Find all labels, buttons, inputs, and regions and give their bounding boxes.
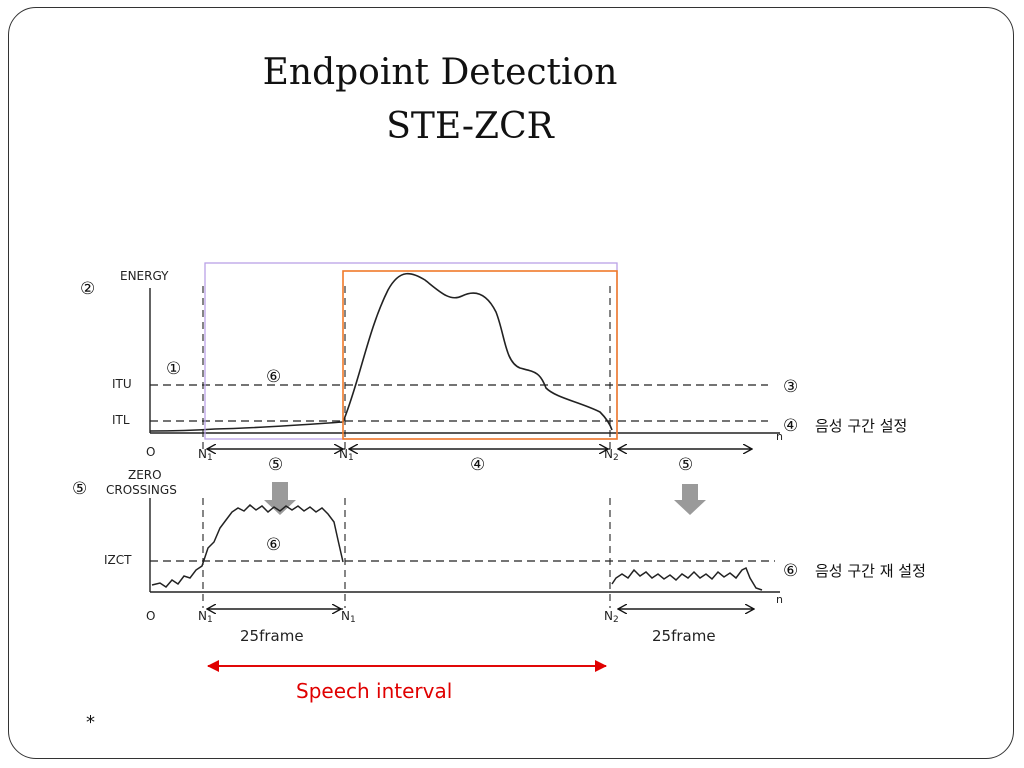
marker-2: ② [80,279,95,299]
marker-1: ① [166,359,181,379]
energy-curve [149,272,613,432]
marker-5-zcr: ⑤ [72,479,87,499]
speech-interval-label: Speech interval [296,679,452,703]
marker-4-label: ④ [783,416,798,436]
marker-6-energy: ⑥ [266,367,281,387]
energy-n-label: n [776,430,783,443]
zcr-origin-label: O [146,609,155,623]
zcr-plot: ⑤ ZERO CROSSINGS n O IZCT N1 N1 N2 ⑥ ⑥ 음… [72,468,926,645]
step-4-text: 음성 구간 설정 [815,417,907,435]
marker-6-label: ⑥ [783,561,798,581]
energy-label: ENERGY [120,269,169,283]
zcr-n1-start-label: N1 [198,609,213,625]
energy-origin-label: O [146,445,155,459]
itu-label: ITU [112,377,132,391]
marker-3: ③ [783,377,798,397]
marker-5-right: ⑤ [678,455,693,475]
orange-highlight-box [342,270,618,440]
slide-title: Endpoint Detection [262,52,618,93]
n2-label: N2 [604,447,619,463]
step-6-text: 음성 구간 재 설정 [815,562,926,580]
zcr-curve-speech [151,503,344,588]
n1-start-label: N1 [198,447,213,463]
zcr-curve-noise [611,566,763,591]
marker-5-left: ⑤ [268,455,283,475]
purple-highlight-box [204,262,618,440]
itl-label: ITL [112,413,130,427]
slide-subtitle: STE-ZCR [386,106,554,147]
zcr-n-label: n [776,593,783,606]
slide-frame [8,7,1014,759]
zcr-label-line2: CROSSINGS [106,483,177,497]
marker-4-middle: ④ [470,455,485,475]
izct-label: IZCT [104,553,132,567]
frame-label-right: 25frame [652,627,716,645]
energy-plot: ENERGY n O ITU ITL N1 N1 N2 [112,262,783,463]
zcr-label-line1: ZERO [128,468,162,482]
footnote-marker: * [86,712,95,733]
n1-label: N1 [339,447,354,463]
marker-6-zcr: ⑥ [266,535,281,555]
down-arrow-right-icon [674,484,706,515]
zcr-n1-label: N1 [341,609,356,625]
zcr-n2-label: N2 [604,609,619,625]
frame-label-left: 25frame [240,627,304,645]
